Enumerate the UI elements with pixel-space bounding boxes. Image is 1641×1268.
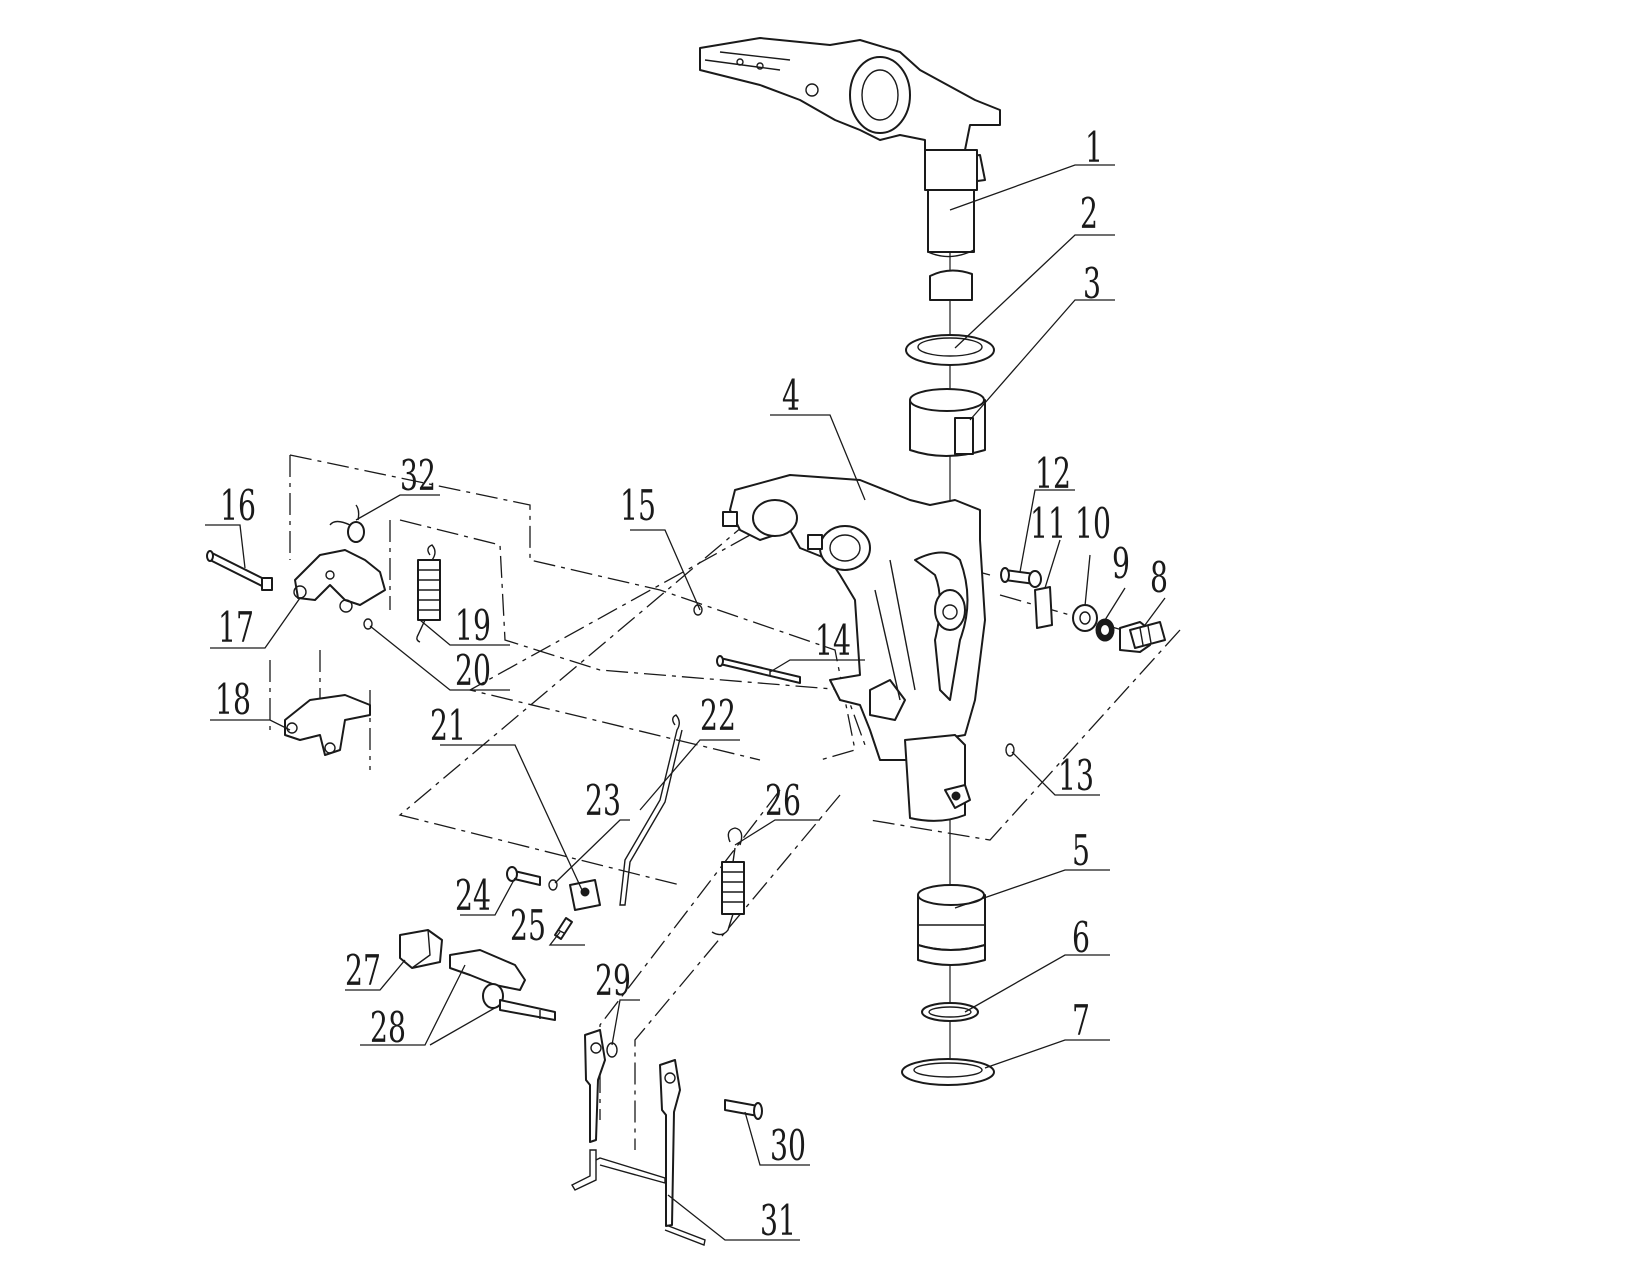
callout-13: 13 <box>1058 751 1094 800</box>
part-10-nut <box>1072 604 1098 632</box>
part-7-large-washer <box>901 1058 995 1086</box>
part-16-bolt <box>206 550 273 591</box>
part-14-long-bolt <box>716 655 801 684</box>
callout-labels: 1 2 3 4 5 6 7 8 9 10 11 12 13 14 15 16 1… <box>215 123 1168 1245</box>
part-12-pin <box>1000 567 1042 588</box>
part-19-spring <box>416 544 441 643</box>
assembly-dash-lines <box>269 454 1181 1150</box>
part-23-clip <box>548 879 558 891</box>
part-17-bracket <box>293 549 386 613</box>
callout-17: 17 <box>218 603 254 652</box>
part-29-clip <box>606 1042 618 1058</box>
callout-22: 22 <box>700 691 736 740</box>
callout-21: 21 <box>430 701 466 750</box>
callout-9: 9 <box>1112 539 1130 588</box>
part-27-grip <box>399 929 443 969</box>
part-22-rod <box>619 714 683 906</box>
callout-20: 20 <box>455 646 491 695</box>
part-3-bushing <box>909 388 986 457</box>
callout-30: 30 <box>770 1121 806 1170</box>
part-5-lower-bushing <box>917 884 986 966</box>
callout-24: 24 <box>455 871 491 920</box>
callout-23: 23 <box>585 776 621 825</box>
part-1-steering-shaft <box>699 37 1001 301</box>
part-13-clip <box>1005 743 1015 757</box>
callout-11: 11 <box>1030 499 1066 548</box>
callout-27: 27 <box>345 946 381 995</box>
part-2-washer <box>905 334 995 366</box>
callout-10: 10 <box>1075 499 1111 548</box>
leader-lines <box>205 164 1166 1241</box>
callout-14: 14 <box>815 616 851 665</box>
callout-1: 1 <box>1085 123 1103 172</box>
callout-5: 5 <box>1072 826 1090 875</box>
callout-31: 31 <box>760 1196 796 1245</box>
callout-3: 3 <box>1083 259 1101 308</box>
callout-18: 18 <box>215 675 251 724</box>
callout-26: 26 <box>765 776 801 825</box>
part-32-spring <box>329 504 365 543</box>
part-30-pin <box>724 1099 763 1120</box>
callout-4: 4 <box>782 371 800 420</box>
part-21-bracket <box>569 879 601 911</box>
callout-25: 25 <box>510 901 546 950</box>
callout-8: 8 <box>1150 553 1168 602</box>
callout-32: 32 <box>400 451 436 500</box>
part-20-clip <box>363 618 373 630</box>
part-8-bolt <box>1119 621 1166 653</box>
callout-6: 6 <box>1072 913 1090 962</box>
callout-12: 12 <box>1035 449 1071 498</box>
part-4-swivel-bracket <box>722 474 986 822</box>
part-26-spring <box>711 827 745 936</box>
callout-7: 7 <box>1072 996 1090 1045</box>
part-6-o-ring <box>921 1002 979 1022</box>
part-24-pin <box>506 866 541 886</box>
callout-28: 28 <box>370 1003 406 1052</box>
callout-29: 29 <box>595 956 631 1005</box>
callout-2: 2 <box>1080 189 1098 238</box>
part-11-plate <box>1034 586 1053 629</box>
part-9-lock-washer <box>1095 618 1115 642</box>
callout-16: 16 <box>220 481 256 530</box>
part-28-lever <box>449 949 556 1021</box>
part-18-bracket <box>284 694 371 756</box>
callout-19: 19 <box>455 601 491 650</box>
callout-15: 15 <box>620 481 656 530</box>
part-31-lever <box>571 1029 706 1246</box>
